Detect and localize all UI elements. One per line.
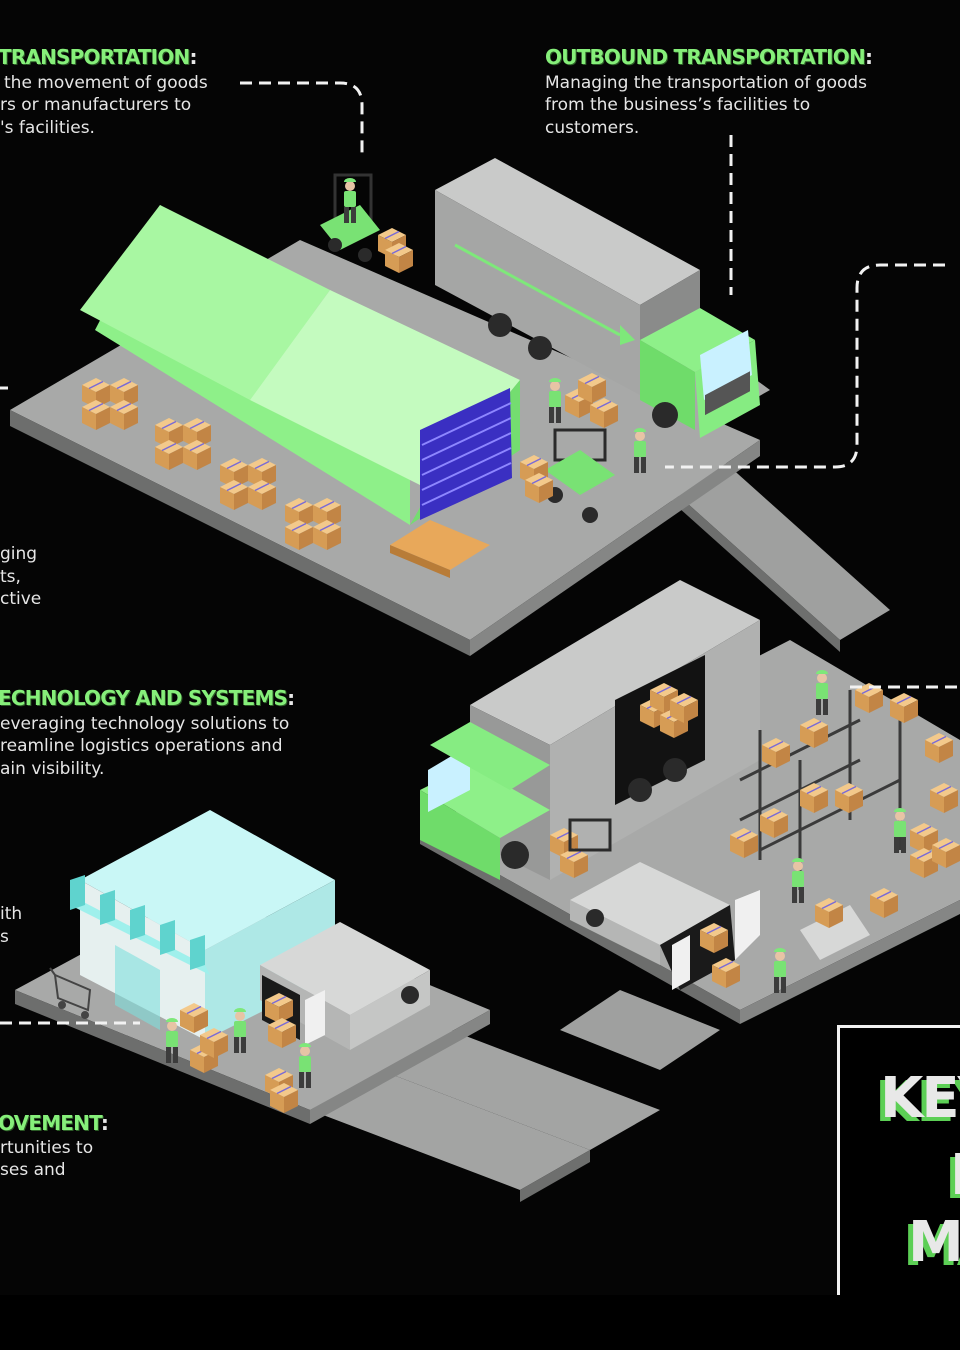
technology-line-2: reamline logistics operations and	[0, 736, 283, 756]
improvement-heading-text: OVEMENT	[0, 1111, 102, 1135]
warehouse-icon	[80, 205, 520, 525]
outbound-heading-colon: :	[864, 45, 873, 69]
retail-line-2: s	[0, 927, 9, 947]
delivery-truck	[420, 580, 760, 880]
infographic-canvas: TRANSPORTATION: the movement of goods rs…	[0, 45, 960, 1295]
retail-line-1: ith	[0, 904, 23, 924]
title-panel: KEY L MA	[837, 1025, 960, 1295]
inbound-line-2: rs or manufacturers to	[0, 95, 192, 115]
packaging-line-2: ts,	[0, 567, 21, 587]
outbound-heading-text: OUTBOUND TRANSPORTATION	[545, 45, 866, 69]
outbound-line-1: Managing the transportation of goods	[545, 73, 868, 93]
loading-crew	[519, 372, 646, 523]
title-line-1: KEY	[880, 1066, 960, 1131]
title-line-2: L	[950, 1143, 960, 1208]
technology-heading: ECHNOLOGY AND SYSTEMS:	[0, 686, 295, 710]
pallet-stacks	[81, 377, 490, 578]
inbound-heading: TRANSPORTATION:	[0, 45, 197, 69]
bottom-bar	[0, 1295, 960, 1350]
packaging-line-1: ging	[0, 544, 38, 564]
outbound-heading: OUTBOUND TRANSPORTATION:	[545, 45, 873, 69]
shelf-icon	[729, 670, 960, 993]
van-icon	[549, 818, 870, 990]
technology-line-1: everaging technology solutions to	[0, 714, 290, 734]
inbound-heading-text: TRANSPORTATION	[0, 45, 190, 69]
improvement-heading-colon: :	[100, 1111, 109, 1135]
improvement-line-2: ses and	[0, 1160, 66, 1180]
truck-icon	[435, 158, 760, 438]
packaging-line-3: ctive	[0, 589, 42, 609]
store-van	[166, 922, 430, 1114]
technology-heading-colon: :	[287, 686, 295, 710]
technology-heading-text: ECHNOLOGY AND SYSTEMS	[0, 686, 288, 710]
inbound-line-1: the movement of goods	[4, 73, 208, 93]
callout-connectors	[0, 81, 960, 1025]
improvement-heading: OVEMENT:	[0, 1111, 109, 1135]
inbound-heading-colon: :	[189, 45, 197, 69]
forklift-icon	[320, 173, 414, 274]
store-icon	[70, 810, 335, 1040]
improvement-line-1: rtunities to	[0, 1138, 94, 1158]
technology-line-3: ain visibility.	[0, 759, 105, 779]
shopping-cart-icon	[49, 967, 92, 1019]
title-line-3: MA	[908, 1210, 960, 1275]
outbound-line-3: customers.	[545, 118, 640, 138]
inbound-line-3: 's facilities.	[0, 118, 95, 138]
logistics-scene	[0, 81, 960, 1202]
outbound-line-2: from the business’s facilities to	[545, 95, 811, 115]
